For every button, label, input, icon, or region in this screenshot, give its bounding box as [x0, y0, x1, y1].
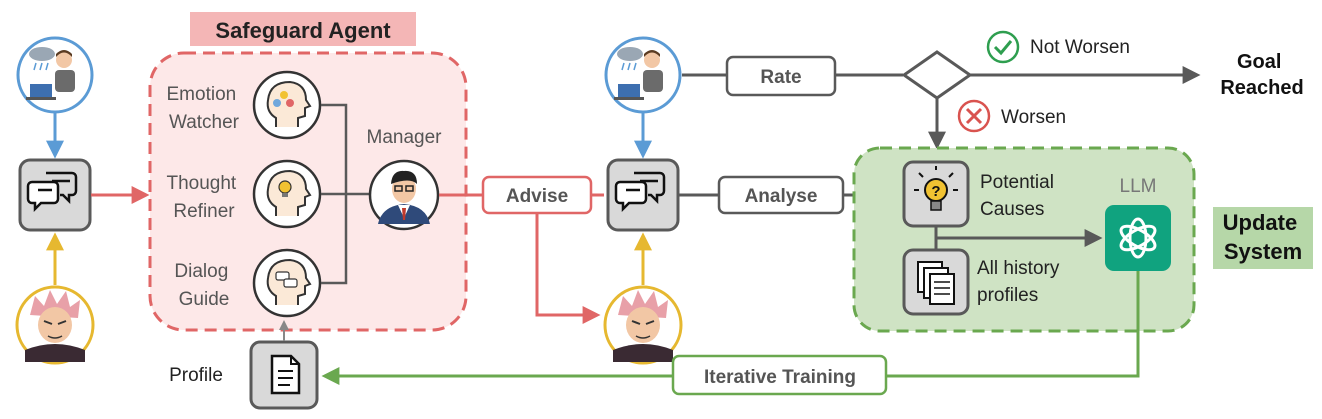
svg-text:Update System: Update System: [1223, 210, 1304, 264]
manager-label: Manager: [367, 127, 443, 148]
history-profiles-node: [902, 248, 970, 316]
chat-bubbles-icon: [614, 171, 666, 213]
openai-logo-icon: [1119, 217, 1157, 259]
profile-node: [249, 340, 319, 410]
agent-emotion-watcher-label: Emotion Watcher: [167, 84, 242, 133]
head-dialog-icon: [252, 248, 322, 318]
line-llm-down: [886, 271, 1140, 378]
user-avatar-right: [604, 36, 682, 114]
advise-node: Advise: [481, 175, 593, 215]
rate-node: Rate: [725, 55, 837, 97]
svg-text:Iterative Training: Iterative Training: [704, 367, 856, 388]
document-icon: [270, 354, 301, 395]
decision-diamond: [901, 50, 973, 100]
lightbulb-icon: ?: [914, 166, 958, 211]
head-lightbulb-icon: [252, 159, 322, 229]
not-worsen-label: Not Worsen: [1030, 37, 1130, 58]
agents-to-manager-connector: [321, 103, 369, 285]
chat-box-left: [18, 158, 92, 232]
goal-reached-label: Goal Reached: [1220, 51, 1303, 99]
svg-text:Analyse: Analyse: [745, 186, 818, 207]
agent-dialog-guide-label: Dialog Guide: [174, 261, 233, 310]
character-avatar-right: [603, 285, 683, 365]
analyse-node: Analyse: [717, 175, 845, 215]
head-emotion-icon: [252, 70, 322, 140]
cross-icon: [957, 99, 991, 133]
update-system-label: Update System: [1213, 207, 1313, 269]
chat-box-right: [606, 158, 680, 232]
potential-causes-label: Potential Causes: [980, 172, 1059, 220]
chat-bubbles-icon: [26, 171, 78, 213]
iterative-training-node: Iterative Training: [671, 354, 888, 396]
svg-text:Advise: Advise: [506, 186, 568, 207]
check-icon: [986, 30, 1020, 64]
worsen-label: Worsen: [1001, 107, 1066, 128]
profile-label: Profile: [169, 365, 223, 386]
svg-text:Safeguard Agent: Safeguard Agent: [215, 18, 391, 43]
potential-causes-node: ?: [902, 160, 970, 228]
agent-thought-refiner-label: Thought Refiner: [166, 173, 241, 222]
arrow-advise-to-character: [535, 213, 601, 324]
user-avatar-left: [16, 36, 94, 114]
llm-label: LLM: [1120, 176, 1157, 197]
svg-text:?: ?: [931, 183, 940, 200]
documents-stack-icon: [917, 261, 955, 305]
history-profiles-label: All history profiles: [977, 258, 1065, 306]
llm-node: [1105, 205, 1171, 271]
manager-avatar-icon: [368, 159, 440, 231]
svg-text:Rate: Rate: [760, 67, 801, 88]
character-avatar-left: [15, 285, 95, 365]
safeguard-agent-title: Safeguard Agent: [190, 12, 416, 46]
